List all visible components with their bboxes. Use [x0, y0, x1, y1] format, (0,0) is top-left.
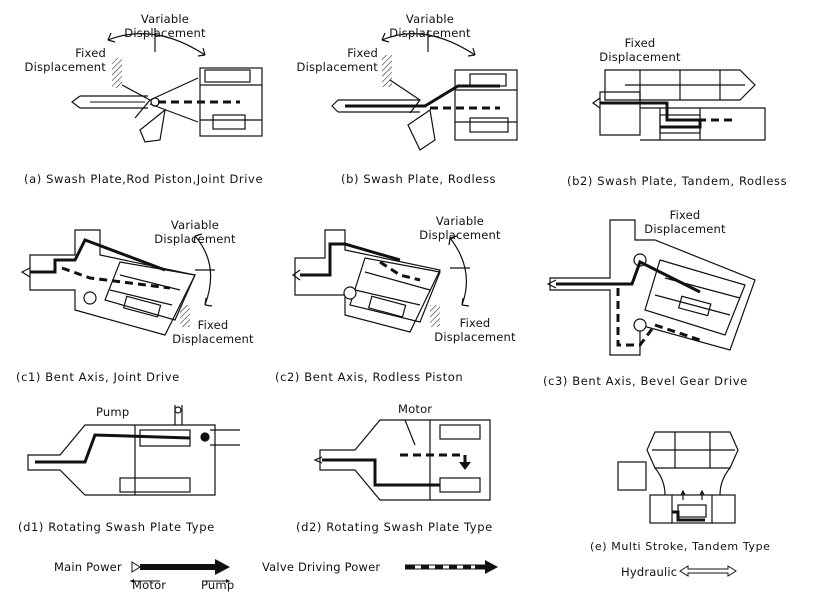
b-fixed-label-1: Fixed	[347, 46, 378, 60]
caption-e: (e) Multi Stroke, Tandem Type	[590, 540, 771, 553]
caption-b2: (b2) Swash Plate, Tandem, Rodless	[567, 174, 788, 188]
caption-b: (b) Swash Plate, Rodless	[341, 172, 497, 186]
legend-motor: Motor	[132, 578, 167, 592]
c1-fixed-label-1: Fixed	[197, 318, 229, 332]
c2-variable-label-1: Variable	[435, 214, 485, 228]
a-variable-label-1: Variable	[140, 12, 190, 26]
caption-c1: (c1) Bent Axis, Joint Drive	[16, 370, 180, 384]
b-variable-label-2: Displacement	[389, 26, 471, 40]
caption-d2: (d2) Rotating Swash Plate Type	[296, 520, 493, 534]
a-variable-label-2: Displacement	[124, 26, 206, 40]
b2-fixed-label-1: Fixed	[624, 36, 656, 50]
legend-main-power: Main Power	[54, 560, 122, 574]
panel-d2	[313, 419, 491, 501]
panel-a	[71, 28, 263, 143]
a-fixed-label-1: Fixed	[75, 46, 106, 60]
legend-pump: Pump	[201, 578, 235, 592]
c2-fixed-label-1: Fixed	[459, 316, 491, 330]
caption-d1: (d1) Rotating Swash Plate Type	[18, 520, 215, 534]
b-fixed-label-2: Displacement	[296, 60, 378, 74]
b2-fixed-label-2: Displacement	[599, 50, 681, 64]
c1-variable-label-1: Variable	[170, 218, 220, 232]
b-variable-label-1: Variable	[405, 12, 455, 26]
caption-c3: (c3) Bent Axis, Bevel Gear Drive	[543, 374, 748, 388]
c2-variable-label-2: Displacement	[419, 228, 501, 242]
panel-c3	[546, 219, 756, 356]
panel-c2	[291, 229, 470, 333]
c1-fixed-label-2: Displacement	[172, 332, 254, 346]
c3-fixed-label-1: Fixed	[669, 208, 701, 222]
pump-label: Pump	[96, 405, 130, 419]
panel-e	[617, 431, 739, 524]
caption-c2: (c2) Bent Axis, Rodless Piston	[275, 370, 464, 384]
c2-fixed-label-2: Displacement	[434, 330, 516, 344]
motor-label: Motor	[398, 402, 433, 416]
caption-a: (a) Swash Plate,Rod Piston,Joint Drive	[24, 172, 264, 186]
a-fixed-label-2: Displacement	[24, 60, 106, 74]
panel-d1	[27, 405, 240, 496]
legend-valve-driving-power: Valve Driving Power	[262, 560, 381, 574]
legend-graphics	[130, 559, 737, 583]
legend-hydraulic: Hydraulic	[621, 565, 678, 579]
panel-b	[331, 30, 518, 151]
c1-variable-label-2: Displacement	[154, 232, 236, 246]
panel-b2	[591, 69, 766, 141]
c3-fixed-label-2: Displacement	[644, 222, 726, 236]
